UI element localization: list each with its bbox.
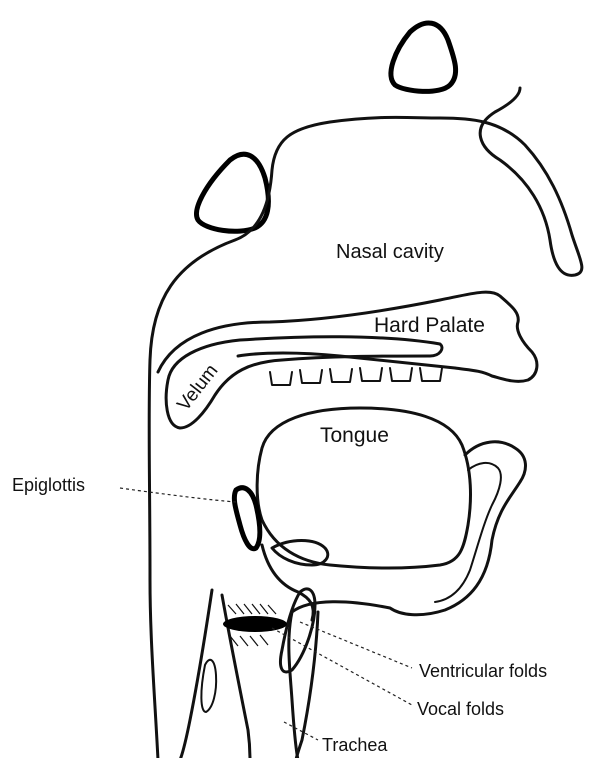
- label-trachea: Trachea: [322, 735, 388, 755]
- nasal-cavity-outline: [149, 88, 582, 758]
- trachea-left-wall: [180, 590, 212, 758]
- label-nasal-cavity: Nasal cavity: [336, 241, 444, 263]
- label-hard-palate: Hard Palate: [374, 314, 485, 337]
- tooth: [360, 368, 382, 381]
- trachea-leader: [284, 722, 318, 740]
- label-velum: Velum: [173, 361, 222, 416]
- tooth: [300, 370, 322, 383]
- label-epiglottis: Epiglottis: [12, 475, 85, 495]
- upper-sinus-outline: [391, 23, 456, 91]
- epiglottis-leader: [120, 488, 236, 502]
- tooth: [330, 369, 352, 382]
- epiglottis-shape: [234, 488, 259, 549]
- trachea-ring: [201, 660, 216, 712]
- label-ventricular-folds: Ventricular folds: [419, 661, 547, 681]
- tooth: [270, 372, 292, 385]
- hyoid-bone: [272, 541, 328, 566]
- tooth: [390, 368, 412, 381]
- teeth-row: [270, 368, 442, 385]
- label-tongue: Tongue: [320, 424, 389, 447]
- vocal-folds-shape: [223, 616, 287, 632]
- larynx-front-wall: [262, 545, 313, 620]
- tooth: [420, 368, 442, 381]
- trachea-right-wall: [296, 612, 318, 758]
- label-vocal-folds: Vocal folds: [417, 699, 504, 719]
